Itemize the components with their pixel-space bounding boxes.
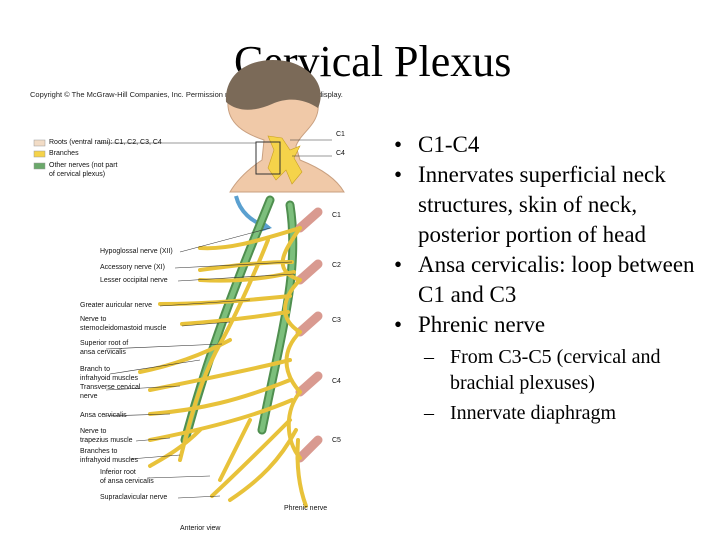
leader-ansa — [103, 413, 171, 417]
legend-roots-label: Roots (ventral rami): C1, C2, C3, C4 — [49, 139, 162, 146]
bullet-text: Innervates superficial neck structures, … — [418, 162, 666, 247]
branch-hypoglossal-connection — [198, 226, 302, 251]
branch-lesser-occipital — [198, 270, 296, 283]
bullet-glyph: • — [394, 252, 403, 277]
label-trapezius: Nerve to trapezius muscle — [80, 428, 133, 444]
legend-root-swatch — [33, 139, 46, 147]
label-infrahyoid-2: Branches to infrahyoid muscles — [80, 448, 138, 464]
leader-trapezius — [135, 437, 171, 442]
level-c1-label: C1 — [332, 212, 341, 219]
branch-supraclavicular-1 — [210, 418, 292, 498]
inset-c1-label: C1 — [336, 131, 345, 138]
leader-superior-root — [105, 343, 223, 350]
legend-branches-label: Branches — [49, 150, 79, 157]
root-c3 — [295, 311, 323, 337]
bullet-list: • C1-C4 • Innervates superficial neck st… — [388, 130, 708, 426]
branch-c1-c2 — [280, 226, 302, 282]
label-accessory: Accessory nerve (XI) — [100, 264, 165, 271]
copyright-notice: Copyright © The McGraw-Hill Companies, I… — [30, 90, 343, 99]
leader-supraclavicular — [177, 495, 221, 499]
dash-glyph: – — [424, 346, 434, 368]
sub-bullet-item: – Innervate diaphragm — [388, 400, 708, 426]
leader-lines — [100, 142, 295, 499]
level-c3-label: C3 — [332, 317, 341, 324]
label-inferior-root: Inferior root of ansa cervicalis — [100, 469, 154, 485]
label-lesser-occipital: Lesser occipital nerve — [100, 277, 168, 284]
label-infrahyoid-1: Branch to infrahyoid muscles — [80, 366, 138, 382]
leader-hypoglossal — [179, 227, 271, 253]
legend-other-swatch — [33, 162, 46, 170]
bullet-text: Phrenic nerve — [418, 312, 546, 337]
label-anterior-view: Anterior view — [180, 525, 221, 532]
inset-c4-label: C4 — [336, 150, 345, 157]
bullet-item: • C1-C4 — [388, 130, 708, 160]
legend-other-label: Other nerves (not part of cervical plexu… — [49, 162, 118, 178]
label-superior-root: Superior root of ansa cervicalis — [80, 340, 129, 356]
bullet-glyph: • — [394, 162, 403, 187]
sub-bullet-text: Innervate diaphragm — [450, 402, 617, 424]
bullet-item: • Innervates superficial neck structures… — [388, 160, 708, 250]
leader-great-auricular — [159, 299, 251, 307]
branch-c2-c3 — [283, 278, 302, 334]
leader-transverse-cervical — [105, 385, 181, 391]
branch-great-auricular — [158, 294, 292, 306]
leader-lesser-occipital — [177, 273, 295, 282]
branch-supraclavicular-2 — [228, 428, 298, 502]
dash-glyph: – — [424, 402, 434, 424]
inset-hair — [225, 59, 321, 110]
branch-infrahyoid-2 — [148, 428, 202, 468]
label-ansa: Ansa cervicalis — [80, 412, 127, 419]
label-scm: Nerve to sternocleidomastoid muscle — [80, 316, 167, 332]
root-c4 — [295, 371, 323, 397]
spinal-roots — [295, 207, 323, 463]
inset-head-neck — [225, 59, 345, 232]
level-c5-label: C5 — [332, 437, 341, 444]
bullet-text: Ansa cervicalis: loop between C1 and C3 — [418, 252, 695, 307]
leader-accessory — [174, 261, 293, 269]
sub-bullet-item: – From C3-C5 (cervical and brachial plex… — [388, 344, 708, 396]
label-hypoglossal: Hypoglossal nerve (XII) — [100, 248, 173, 255]
label-phrenic: Phrenic nerve — [284, 505, 328, 512]
leader-inferior-root — [147, 475, 211, 479]
branch-trapezius — [148, 398, 294, 442]
branch-inferior-root — [218, 418, 252, 482]
label-transverse-cervical: Transverse cervical nerve — [80, 384, 141, 400]
branch-ansa — [148, 378, 292, 416]
inset-plexus — [267, 135, 303, 185]
root-c1 — [295, 207, 323, 233]
level-c4-label: C4 — [332, 378, 341, 385]
label-great-auricular: Greater auricular nerve — [80, 302, 152, 309]
level-c2-label: C2 — [332, 262, 341, 269]
branch-superior-root — [218, 238, 270, 346]
leader-infrahyoid-2 — [129, 454, 181, 460]
root-c5 — [295, 435, 323, 463]
legend-branch-swatch — [33, 150, 46, 158]
branch-phrenic — [295, 438, 308, 508]
plexus-illustration — [33, 59, 345, 508]
bullet-glyph: • — [394, 312, 403, 337]
bullet-glyph: • — [394, 132, 403, 157]
leader-infrahyoid-1 — [109, 359, 201, 375]
leader-scm — [181, 321, 231, 327]
bullet-item: • Phrenic nerve — [388, 310, 708, 340]
cervical-plexus-figure: Roots (ventral rami): C1, C2, C3, C4 Bra… — [33, 59, 345, 532]
bullet-text: C1-C4 — [418, 132, 480, 157]
sub-bullet-text: From C3-C5 (cervical and brachial plexus… — [450, 346, 661, 394]
label-supraclavicular: Supraclavicular nerve — [100, 494, 168, 501]
bullet-item: • Ansa cervicalis: loop between C1 and C… — [388, 250, 708, 310]
inset-box — [255, 141, 281, 175]
root-c2 — [295, 259, 323, 285]
